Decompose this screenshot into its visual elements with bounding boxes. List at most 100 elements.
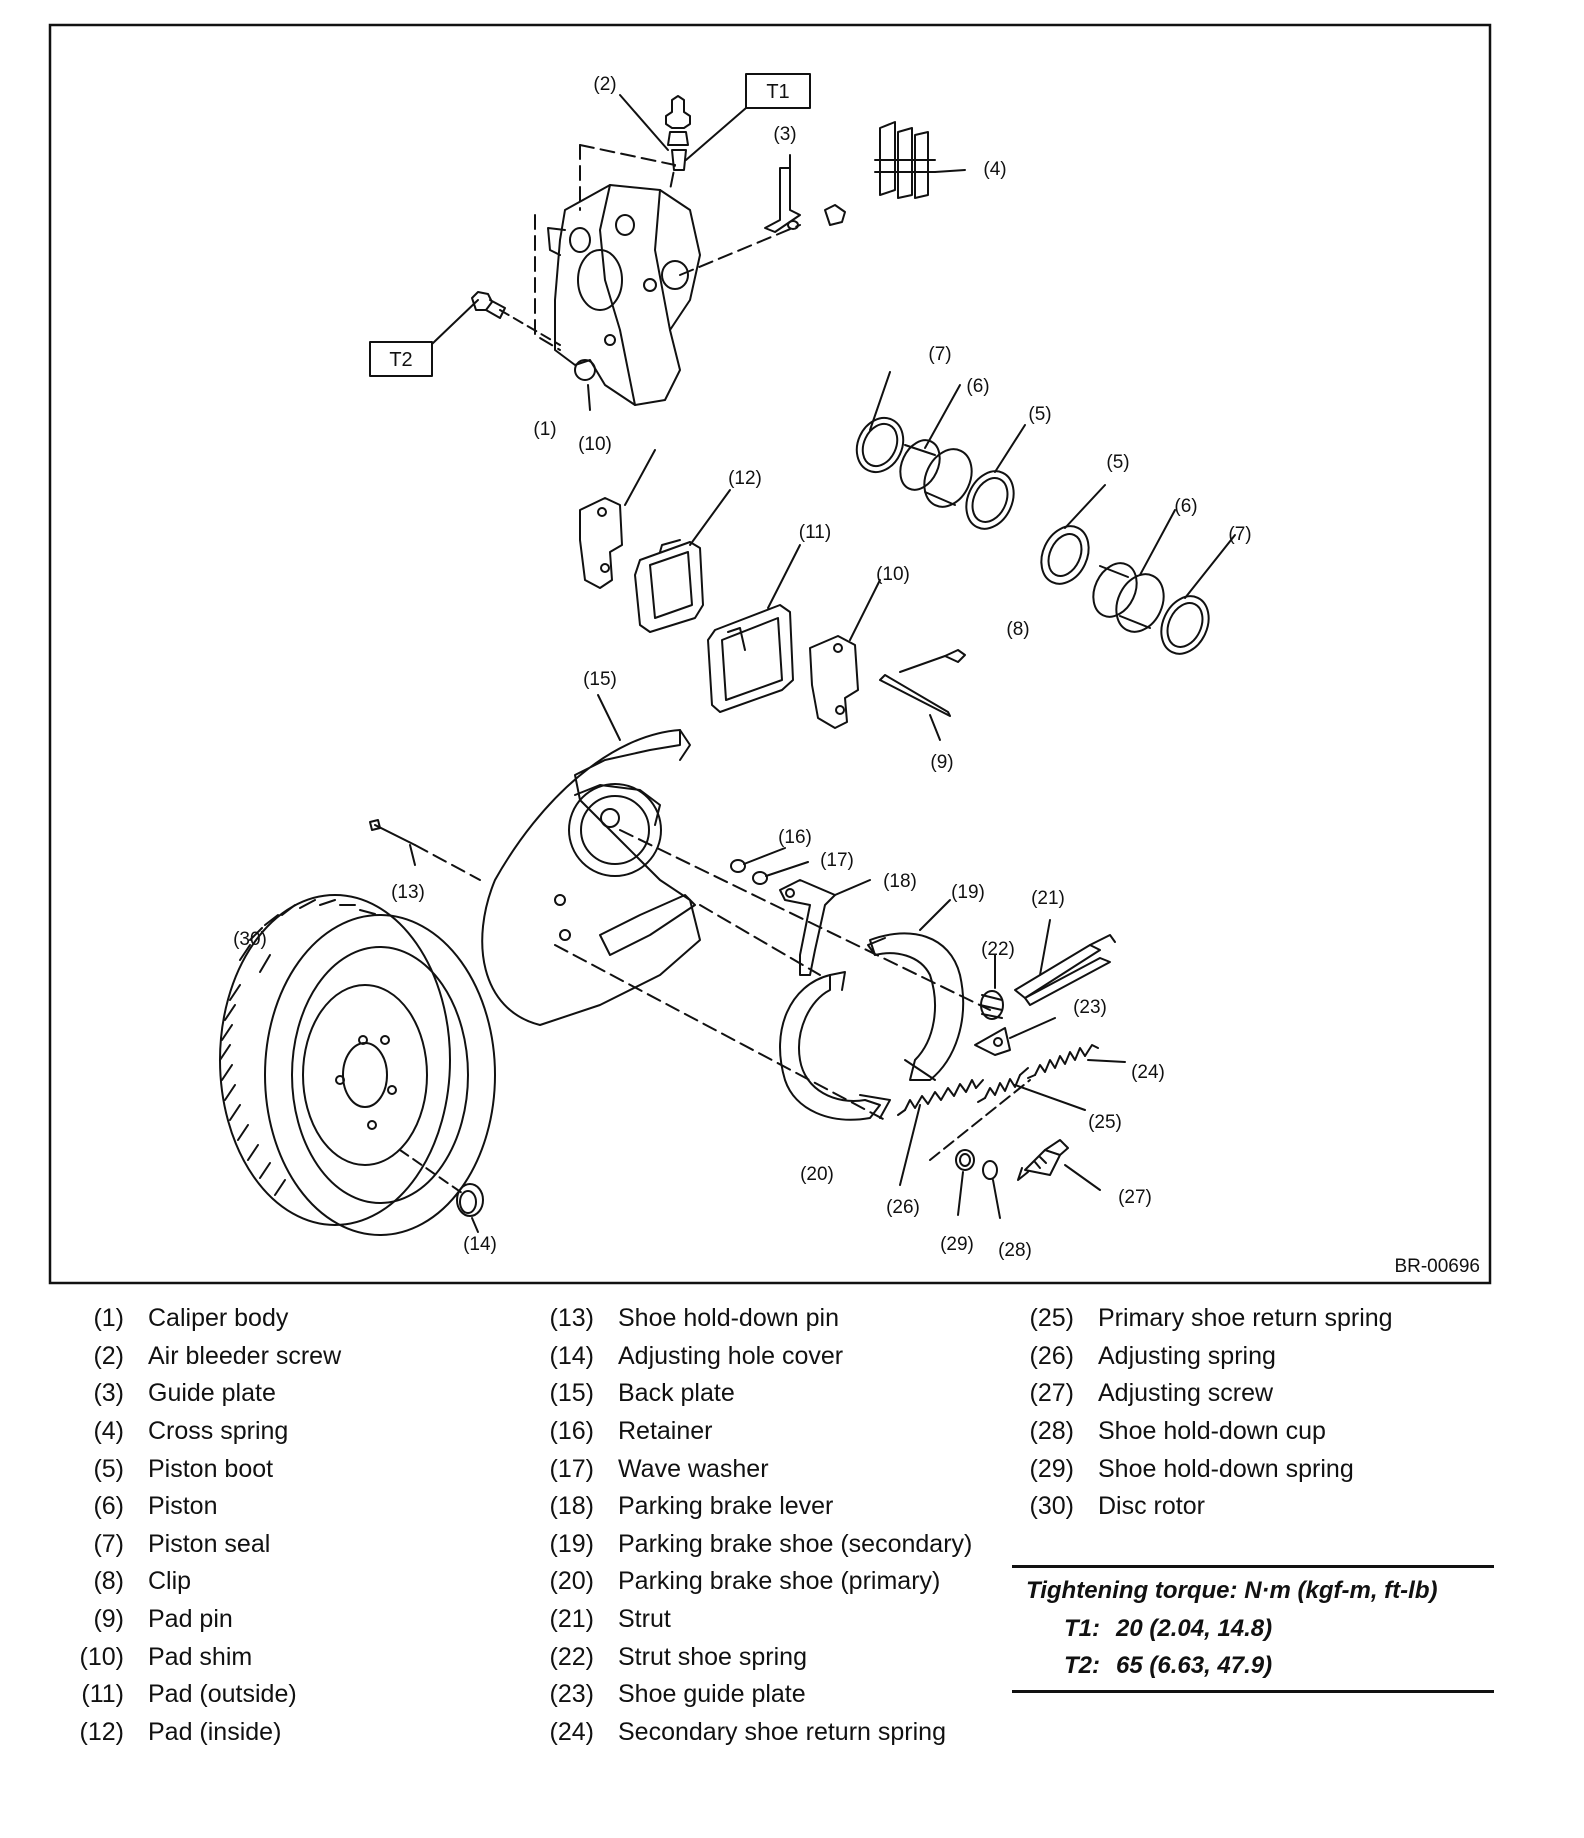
legend-num: (16): [549, 1417, 594, 1446]
callout-label: (1): [533, 419, 556, 440]
callout-label: (27): [1118, 1187, 1152, 1208]
torque-heading: Tightening torque: N·m (kgf-m, ft-lb): [1026, 1577, 1438, 1604]
legend-name: Pad shim: [148, 1642, 253, 1671]
legend-name: Shoe hold-down pin: [618, 1304, 839, 1333]
legend-name: Shoe hold-down cup: [1098, 1417, 1326, 1446]
wave-washer-part: [752, 871, 768, 885]
callout-label: (30): [233, 929, 267, 950]
piston-seal-lower: [1160, 595, 1210, 655]
legend-name: Secondary shoe return spring: [618, 1717, 946, 1746]
legend-item: (20)Parking brake shoe (primary): [520, 1563, 972, 1601]
tightening-torque-table: Tightening torque: N·m (kgf-m, ft-lb) T1…: [1012, 1565, 1494, 1693]
legend-item: (24) Secondary shoe return spring: [520, 1714, 972, 1752]
legend-name: Caliper body: [148, 1304, 289, 1333]
legend-name: Pad (inside): [148, 1717, 282, 1746]
callout-label: (19): [951, 882, 985, 903]
legend-num: (17): [549, 1454, 594, 1483]
legend-name: Adjusting spring: [1098, 1341, 1276, 1370]
legend-item: (27)Adjusting screw: [1000, 1375, 1393, 1413]
legend-num: (5): [93, 1454, 124, 1483]
callout-label: (20): [800, 1164, 834, 1185]
primary-shoe-return-spring-part: [977, 1067, 1029, 1103]
legend-name: Piston boot: [148, 1454, 274, 1483]
t1-box: [745, 73, 811, 109]
legend-name: Back plate: [618, 1379, 735, 1408]
legend-item: (5) Piston boot: [50, 1450, 341, 1488]
legend-num: (29): [1029, 1454, 1074, 1483]
figure-id: BR-00696: [1394, 1256, 1480, 1277]
piston-upper: [899, 439, 973, 508]
legend-name: Strut: [618, 1605, 671, 1634]
callout-label: (22): [981, 939, 1015, 960]
caliper-body-part: [547, 184, 701, 406]
torque-value: 20 (2.04, 14.8): [1116, 1615, 1273, 1642]
legend-name: Pad (outside): [148, 1680, 297, 1709]
pad-pin-part: [879, 674, 951, 717]
parking-brake-lever-part: [779, 879, 836, 976]
legend-item: (13)Shoe hold-down pin: [520, 1300, 972, 1338]
legend-num: (2): [93, 1341, 124, 1370]
legend-item: (17)Wave washer: [520, 1450, 972, 1488]
legend-item: (14) Adjusting hole cover: [520, 1338, 972, 1376]
legend-num: (21): [549, 1605, 594, 1634]
t1-box-label: T1: [766, 81, 789, 103]
pad-shim-upper: [579, 497, 623, 589]
callout-label: (21): [1031, 888, 1065, 909]
legend-item: (16) Retainer: [520, 1413, 972, 1451]
callout-label: (18): [883, 871, 917, 892]
legend-name: Strut shoe spring: [618, 1642, 807, 1671]
legend-item: (6)Piston: [50, 1488, 341, 1526]
retainer-part: [730, 859, 746, 873]
callout-label: (9): [930, 752, 953, 773]
callout-label: (26): [886, 1197, 920, 1218]
callout-label: (29): [940, 1234, 974, 1255]
callout-label: (23): [1073, 997, 1107, 1018]
strut-part: [1014, 934, 1116, 1006]
diagram-frame: [48, 23, 1492, 1285]
callout-label: (6): [1174, 496, 1197, 517]
legend-name: Piston seal: [148, 1529, 271, 1558]
legend-num: (14): [549, 1341, 594, 1370]
legend-item: (28) Shoe hold-down cup: [1000, 1413, 1393, 1451]
legend-num: (24): [549, 1717, 594, 1746]
callout-label: (10): [578, 434, 612, 455]
parking-brake-shoe-secondary: [867, 932, 965, 1081]
callout-label: (7): [928, 344, 951, 365]
torque-key: T1:: [1064, 1615, 1100, 1642]
legend-name: Air bleeder screw: [148, 1341, 342, 1370]
legend-num: (22): [549, 1642, 594, 1671]
callout-label: (24): [1131, 1062, 1165, 1083]
callout-label: (5): [1028, 404, 1051, 425]
shoe-hold-down-spring-part: [955, 1149, 975, 1171]
legend-num: (10): [79, 1642, 124, 1671]
callout-label: (15): [583, 669, 617, 690]
callout-label: (25): [1088, 1112, 1122, 1133]
legend-num: (25): [1029, 1304, 1074, 1333]
cross-spring-part: [874, 121, 936, 199]
piston-boot-lower: [1040, 525, 1090, 585]
legend-name: Pad pin: [148, 1605, 233, 1634]
legend-num: (28): [1029, 1417, 1074, 1446]
legend-item: (23)Shoe guide plate: [520, 1676, 972, 1714]
legend-item: (8)Clip: [50, 1563, 341, 1601]
legend-num: (19): [549, 1529, 594, 1558]
legend-name: Piston: [148, 1492, 218, 1521]
callout-label: (11): [799, 522, 831, 543]
legend-column-3: (25)Primary shoe return spring (26)Adjus…: [1000, 1300, 1393, 1526]
torque-key: T2:: [1064, 1652, 1100, 1679]
legend-name: Adjusting hole cover: [618, 1341, 844, 1370]
callout-label: (12): [728, 468, 762, 489]
air-bleeder-screw-part: [665, 95, 691, 171]
legend-item: (30)Disc rotor: [1000, 1488, 1393, 1526]
legend-name: Primary shoe return spring: [1098, 1304, 1393, 1333]
torque-row: T1: 20 (2.04, 14.8): [1012, 1610, 1494, 1647]
t2-box: [369, 341, 433, 377]
legend-name: Retainer: [618, 1417, 713, 1446]
piston-seal-upper: [855, 416, 905, 474]
legend-num: (27): [1029, 1379, 1074, 1408]
legend-name: Parking brake lever: [618, 1492, 834, 1521]
callout-label: (5): [1106, 452, 1129, 473]
legend-num: (1): [93, 1304, 124, 1333]
legend-item: (22) Strut shoe spring: [520, 1638, 972, 1676]
legend-num: (4): [93, 1417, 124, 1446]
